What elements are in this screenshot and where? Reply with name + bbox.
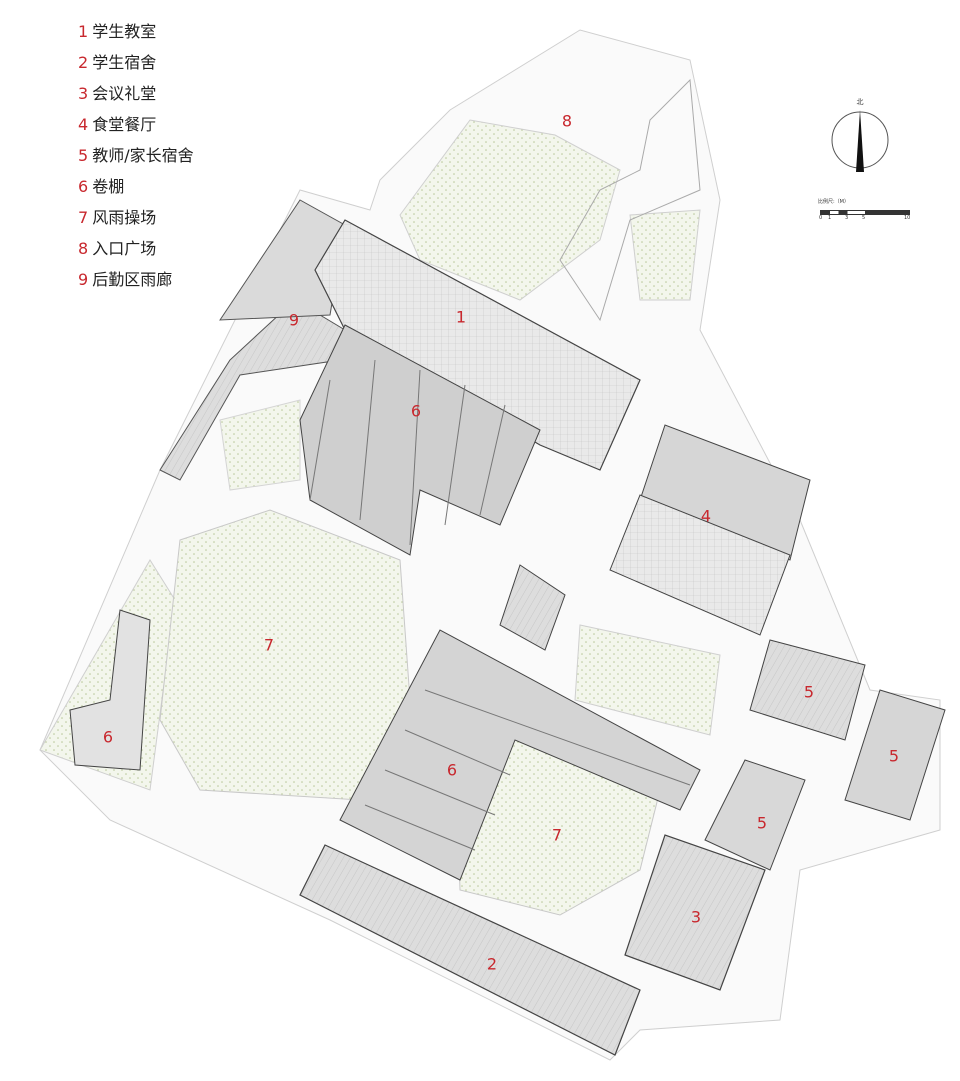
scale-tick: 3 — [845, 215, 849, 221]
building-3-auditorium — [624, 834, 766, 991]
plan-label-6b: 6 — [103, 728, 113, 747]
legend-number: 7 — [78, 208, 89, 227]
legend-number: 1 — [78, 22, 89, 41]
plan-label-3: 3 — [691, 908, 701, 927]
legend-label: 教师/家长宿舍 — [92, 146, 194, 165]
legend-label: 食堂餐厅 — [92, 115, 157, 134]
building-6-canopy-north — [299, 324, 541, 556]
scale-tick: 1 — [828, 215, 832, 221]
building-5-dorm-a — [749, 639, 866, 741]
legend-label: 学生宿舍 — [92, 53, 157, 72]
north-label: 北 — [857, 98, 864, 106]
scale-tick: 5 — [862, 215, 866, 221]
legend-number: 3 — [78, 84, 89, 103]
plan-label-6a: 6 — [411, 402, 421, 421]
scale-bar: 比例尺:（M） 0 1 3 5 10 — [818, 198, 914, 226]
plan-label-8: 8 — [562, 112, 572, 131]
plan-label-4: 4 — [701, 507, 711, 526]
plan-label-7a: 7 — [264, 636, 274, 655]
green-entrance-east — [629, 209, 701, 301]
scale-bar-title: 比例尺:（M） — [818, 199, 849, 205]
building-5-dorm-b — [844, 689, 946, 821]
legend-label: 后勤区雨廊 — [92, 270, 173, 289]
building-6-canopy-south — [339, 629, 701, 881]
building-2-dormitory — [299, 844, 641, 1056]
plan-label-7b: 7 — [552, 826, 562, 845]
plan-label-2: 2 — [487, 955, 497, 974]
legend-number: 9 — [78, 270, 89, 289]
plan-label-6c: 6 — [447, 761, 457, 780]
plan-label-5a: 5 — [804, 683, 814, 702]
legend-label: 学生教室 — [92, 22, 157, 41]
plan-label-1: 1 — [456, 308, 466, 327]
entrance-ramp — [559, 78, 701, 322]
building-4-canteen — [609, 424, 811, 636]
plan-label-5c: 5 — [757, 814, 767, 833]
legend-number: 2 — [78, 53, 89, 72]
legend-label: 会议礼堂 — [92, 84, 157, 103]
green-entrance-north — [399, 119, 621, 301]
legend-number: 5 — [78, 146, 89, 165]
green-north-strip — [219, 399, 301, 491]
north-arrow-icon: 北 — [828, 96, 892, 176]
small-pavilion — [499, 564, 566, 651]
scale-tick: 10 — [904, 215, 911, 221]
plan-label-9: 9 — [289, 311, 299, 330]
legend-number: 8 — [78, 239, 89, 258]
legend-number: 4 — [78, 115, 89, 134]
plan-label-5b: 5 — [889, 747, 899, 766]
legend-label: 卷棚 — [92, 177, 125, 196]
scale-bar-graphic — [820, 210, 910, 215]
legend-label: 风雨操场 — [92, 208, 157, 227]
scale-tick: 0 — [819, 215, 823, 221]
green-center — [574, 624, 721, 736]
green-sports-field — [159, 509, 411, 801]
legend-number: 6 — [78, 177, 89, 196]
building-5-dorm-c — [704, 759, 806, 871]
building-6-canopy-west — [69, 609, 151, 771]
legend-label: 入口广场 — [92, 239, 157, 258]
